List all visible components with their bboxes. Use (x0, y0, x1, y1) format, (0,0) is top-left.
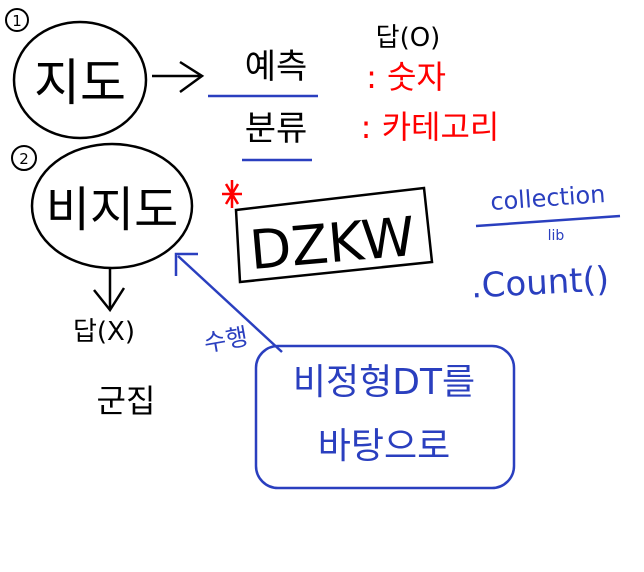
red-star-icon (222, 180, 242, 208)
unstructured-line2: 바탕으로 (318, 426, 450, 467)
clustering-label: 군집 (97, 382, 156, 420)
dzkw-text: DZKW (247, 205, 417, 282)
dzkw-box (234, 186, 434, 284)
supervised-circle (12, 20, 148, 140)
supervised-arrowhead (179, 60, 205, 94)
perform-arrow (177, 255, 283, 353)
answer-no: 답(X) (73, 317, 135, 347)
branch-classification: 분류 (245, 109, 308, 149)
supervised-label: 지도 (34, 54, 126, 112)
perform-label: 수행 (202, 322, 250, 357)
collection-word: collection (489, 180, 606, 216)
prediction-note: : 숫자 (366, 58, 446, 96)
perform-arrowhead (174, 252, 198, 276)
collection-underline (475, 214, 621, 228)
step-one-badge-circle (5, 8, 29, 32)
collection-sub: lib (548, 228, 565, 244)
count-method: .Count() (470, 259, 610, 306)
step-two-badge: 2 (19, 150, 29, 168)
unsupervised-label: 비지도 (46, 182, 178, 238)
unsupervised-circle (30, 142, 194, 270)
classification-note: : 카테고리 (361, 108, 500, 146)
unstructured-box (254, 344, 516, 490)
step-one-badge: 1 (12, 12, 22, 30)
branch-prediction: 예측 (245, 47, 308, 87)
unsupervised-down-arrowhead (93, 287, 126, 313)
step-two-badge-circle (11, 145, 37, 171)
unstructured-line1: 비정형DT를 (293, 362, 475, 403)
answer-yes: 답(O) (376, 23, 441, 53)
